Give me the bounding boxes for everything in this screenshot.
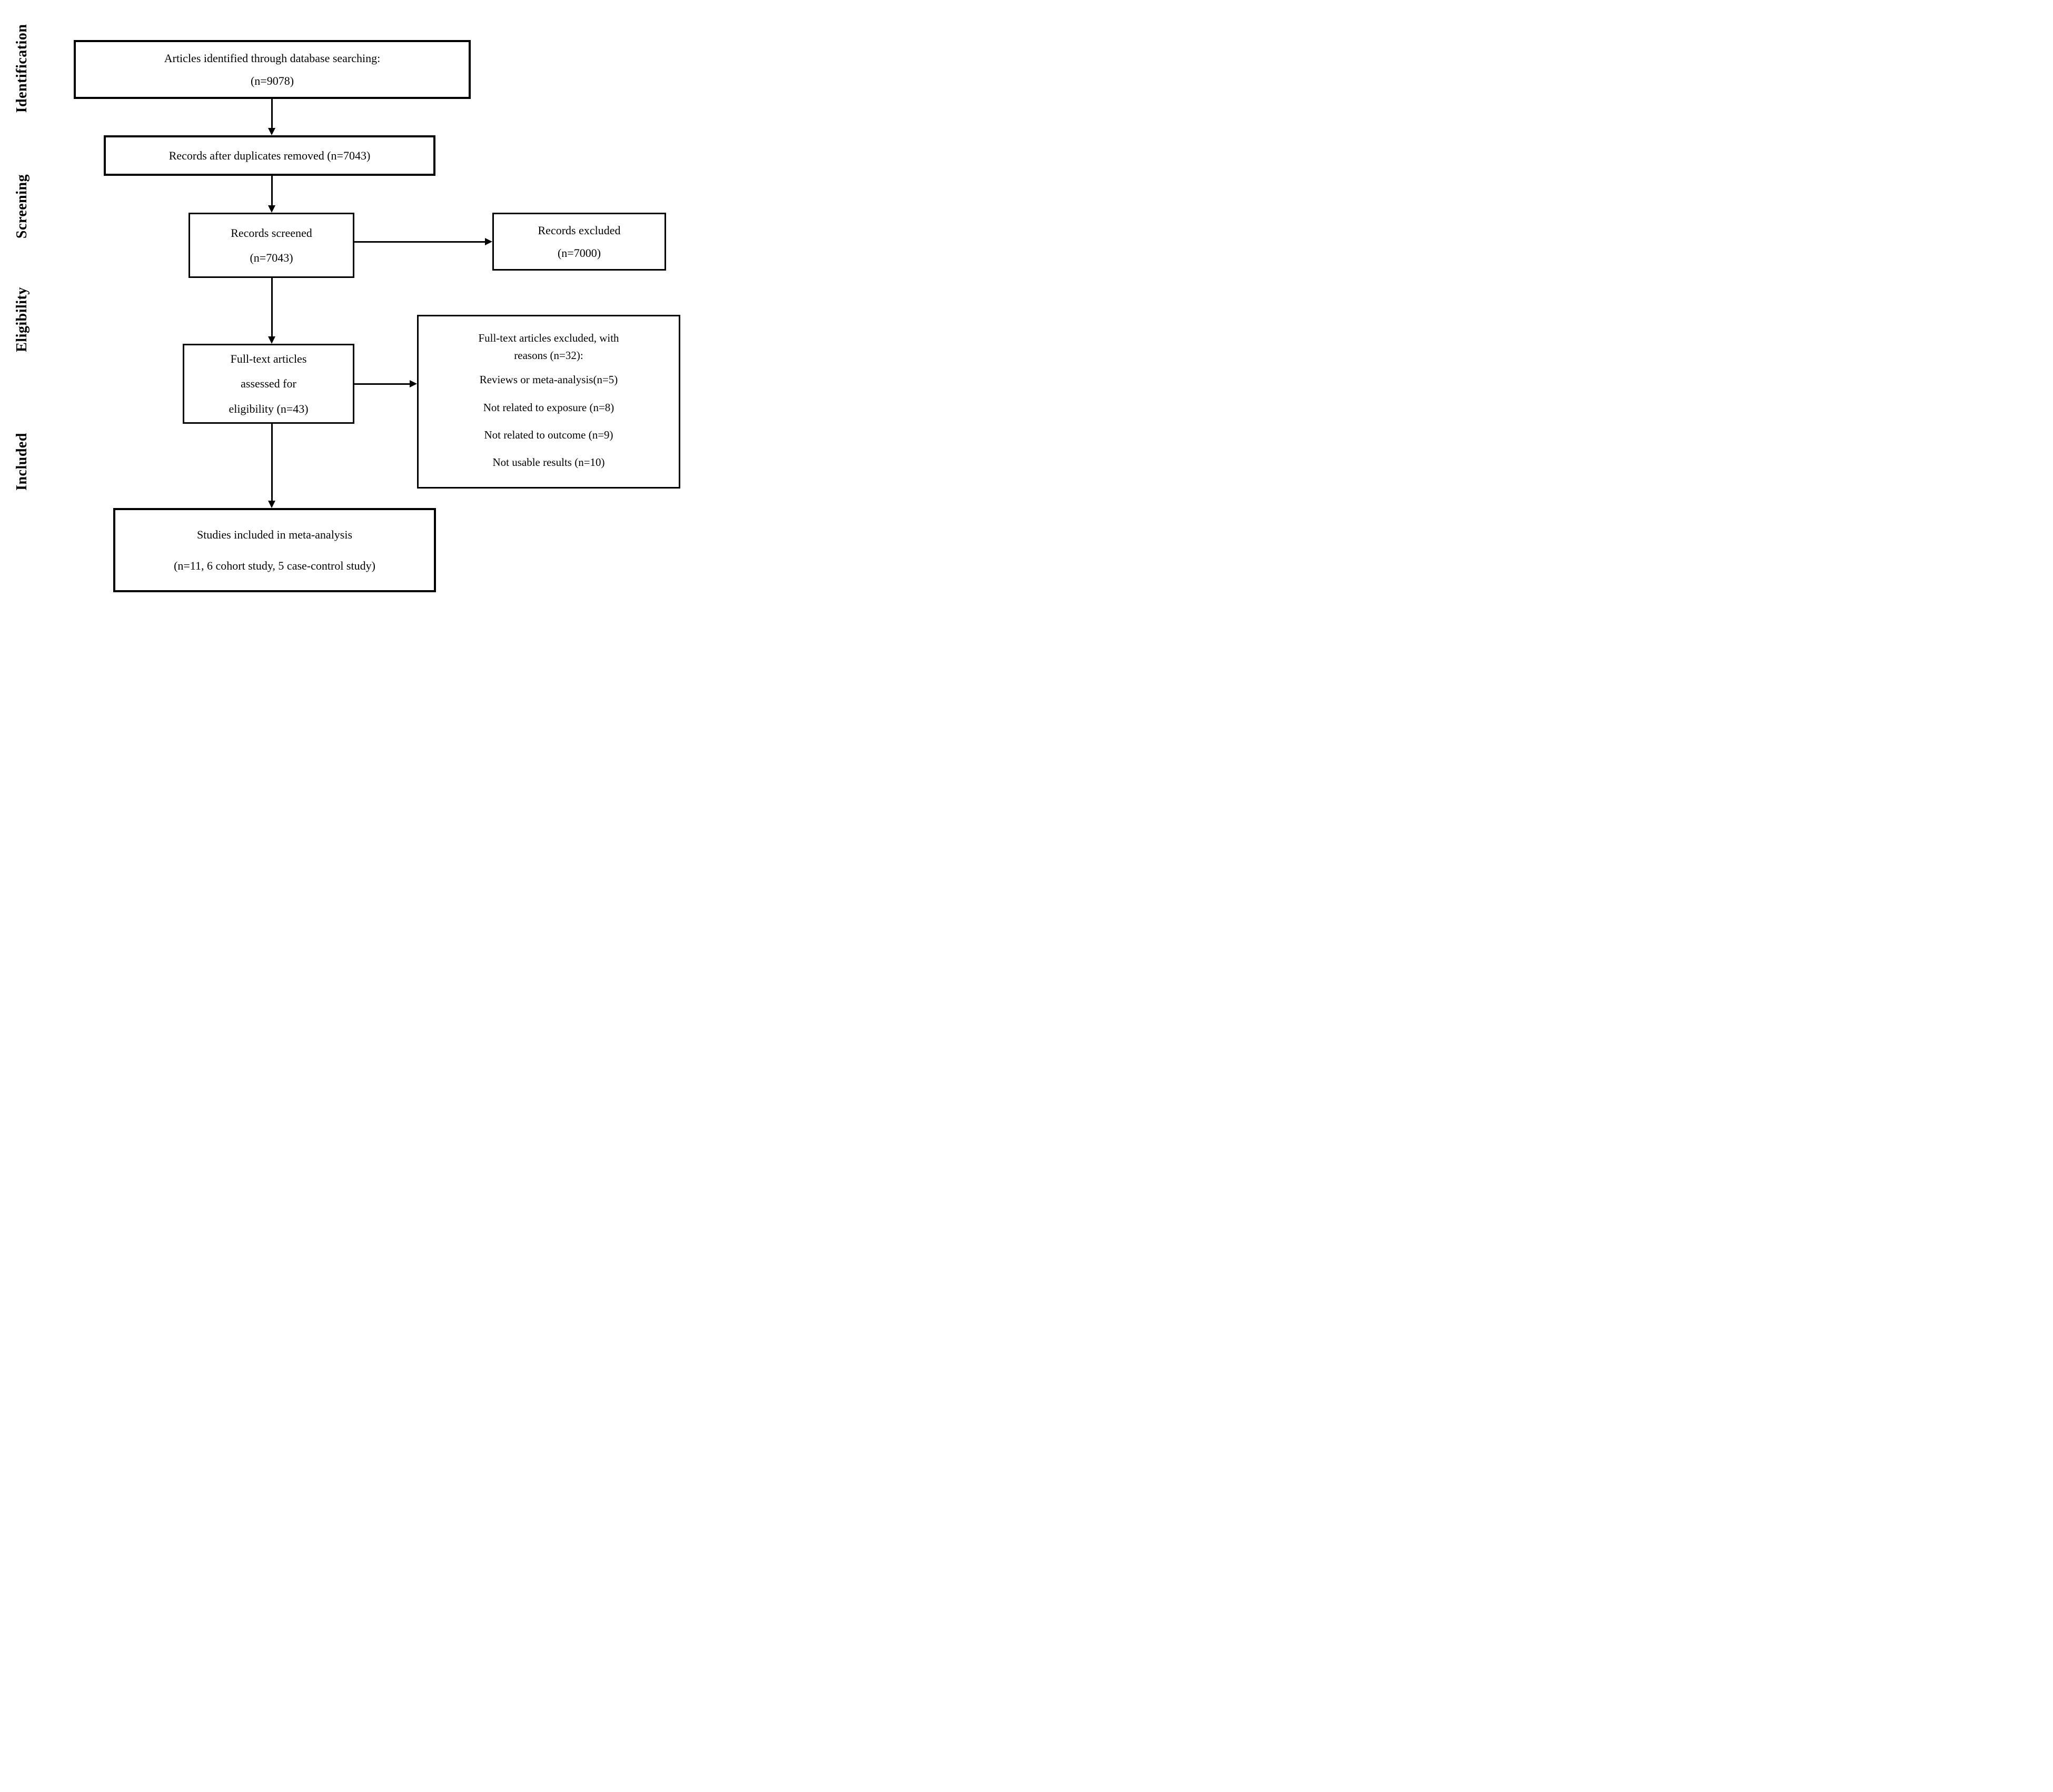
arrow-fulltext-to-included — [267, 424, 276, 508]
box-articles-identified: Articles identified through database sea… — [74, 40, 471, 99]
box-fulltext-excluded-header: Full-text articles excluded, with reason… — [478, 327, 619, 366]
box-studies-included-count: (n=11, 6 cohort study, 5 case-control st… — [174, 559, 375, 572]
box-studies-included-text: Studies included in meta-analysis — [196, 528, 353, 541]
arrow-screened-to-excluded — [354, 237, 492, 246]
box-fulltext-assessed-line1: Full-text articles — [230, 352, 307, 365]
box-articles-identified-text: Articles identified through database sea… — [164, 52, 381, 65]
exclusion-reason: Not related to outcome (n=9) — [484, 428, 613, 441]
box-fulltext-excluded-header-line1: Full-text articles excluded, with — [478, 331, 619, 344]
box-articles-identified-count: (n=9078) — [250, 74, 294, 87]
box-duplicates-removed: Records after duplicates removed (n=7043… — [104, 135, 435, 176]
box-duplicates-removed-text: Records after duplicates removed (n=7043… — [168, 148, 371, 162]
arrow-fulltext-to-excluded — [354, 380, 417, 388]
arrow-head-down-icon — [268, 501, 275, 508]
box-records-excluded: Records excluded (n=7000) — [492, 213, 666, 271]
arrow-head-down-icon — [268, 205, 275, 213]
box-records-excluded-text: Records excluded — [538, 224, 621, 237]
stage-label-identification: Identification — [14, 24, 30, 113]
arrow-line — [271, 99, 273, 128]
exclusion-reason: Reviews or meta-analysis(n=5) — [479, 373, 618, 386]
stage-label-included: Included — [14, 433, 30, 491]
box-fulltext-assessed-line2: assessed for — [241, 377, 296, 391]
arrow-line — [271, 176, 273, 205]
arrow-head-right-icon — [485, 238, 492, 245]
box-records-screened: Records screened (n=7043) — [189, 213, 354, 278]
arrow-line — [354, 241, 485, 243]
arrow-line — [271, 424, 273, 501]
box-fulltext-assessed: Full-text articles assessed for eligibil… — [183, 344, 354, 424]
arrow-head-down-icon — [268, 128, 275, 135]
box-fulltext-assessed-line3: eligibility (n=43) — [229, 402, 309, 415]
arrow-line — [354, 383, 410, 385]
prisma-flow-diagram: Identification Screening Eligibility Inc… — [0, 0, 685, 598]
box-records-screened-count: (n=7043) — [250, 251, 293, 264]
exclusion-reason: Not usable results (n=10) — [492, 456, 605, 469]
stage-label-eligibility: Eligibility — [14, 287, 30, 352]
stage-label-screening: Screening — [14, 174, 30, 239]
arrow-head-down-icon — [268, 336, 275, 344]
arrow-head-right-icon — [410, 380, 417, 387]
box-fulltext-excluded-header-line2: reasons (n=32): — [514, 349, 583, 362]
arrow-duplicates-to-screened — [267, 176, 276, 213]
arrow-line — [271, 278, 273, 336]
box-records-screened-text: Records screened — [231, 226, 312, 240]
exclusion-reason: Not related to exposure (n=8) — [483, 401, 614, 414]
box-fulltext-excluded: Full-text articles excluded, with reason… — [417, 315, 680, 489]
box-studies-included: Studies included in meta-analysis (n=11,… — [113, 508, 436, 592]
arrow-identified-to-duplicates — [267, 99, 276, 135]
box-records-excluded-count: (n=7000) — [557, 246, 601, 260]
arrow-screened-to-fulltext — [267, 278, 276, 344]
